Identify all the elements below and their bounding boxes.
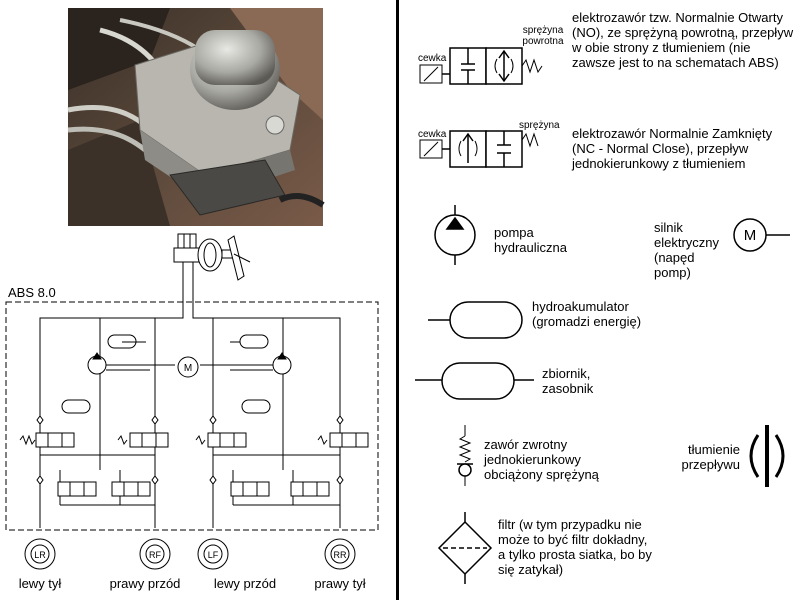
reservoir-description: zbiornik, zasobnik <box>542 366 594 396</box>
wheel-code-rf: RF <box>149 550 161 560</box>
accumulator-symbol <box>428 301 523 339</box>
wheel-code-rr: RR <box>334 550 347 560</box>
abs-hydraulic-schematic <box>5 233 379 570</box>
wheel-code-lf: LF <box>208 550 219 560</box>
accumulator-description: hydroakumulator (gromadzi energię) <box>532 299 642 329</box>
damping-symbol <box>749 425 785 487</box>
valve-no-spring-label: sprężyna powrotna <box>522 25 564 47</box>
damping-description: tłumienie przepływu <box>681 442 740 472</box>
wheel-code-lr: LR <box>34 550 46 560</box>
master-cylinder-icon <box>173 233 251 281</box>
check-valve-symbol <box>457 425 473 486</box>
wheel-label-rr: prawy tył <box>314 576 365 591</box>
pump-symbol <box>434 205 476 265</box>
valve-no-description: elektrozawór tzw. Normalnie Otwarty (NO)… <box>572 10 794 70</box>
valve-group-lower <box>57 481 330 497</box>
abs-system-label: ABS 8.0 <box>8 285 56 300</box>
valve-group-upper <box>19 432 369 448</box>
motor-description: silnik elektryczny (napęd pomp) <box>654 220 720 280</box>
wheel-label-rf: prawy przód <box>110 576 181 591</box>
wheel-label-lr: lewy tył <box>19 576 62 591</box>
motor-symbol <box>733 218 790 252</box>
motor-symbol-letter: M <box>744 227 757 244</box>
wheel-rr-icon <box>324 538 356 570</box>
wheel-rf-icon <box>139 538 171 570</box>
valve-nc-symbol <box>419 130 539 168</box>
valve-no-symbol <box>419 47 543 85</box>
abs-unit-photo <box>67 8 325 226</box>
check-valve-description: zawór zwrotny jednokierunkowy obciążony … <box>484 437 599 482</box>
pump-description: pompa hydrauliczna <box>494 225 567 255</box>
filter-description: filtr (w tym przypadku nie może to być f… <box>498 517 652 577</box>
wheel-label-lf: lewy przód <box>214 576 276 591</box>
valve-nc-description: elektrozawór Normalnie Zamknięty (NC - N… <box>572 126 773 171</box>
filter-symbol <box>437 512 493 584</box>
valve-no-coil-label: cewka <box>418 53 447 64</box>
wheel-lf-icon <box>197 538 229 570</box>
valve-nc-spring-label: sprężyna <box>519 120 560 131</box>
motor-letter: M <box>184 363 192 374</box>
wheel-lr-icon <box>24 538 56 570</box>
reservoir-symbol <box>415 362 534 400</box>
divider-line <box>396 0 399 600</box>
valve-nc-coil-label: cewka <box>418 129 447 140</box>
